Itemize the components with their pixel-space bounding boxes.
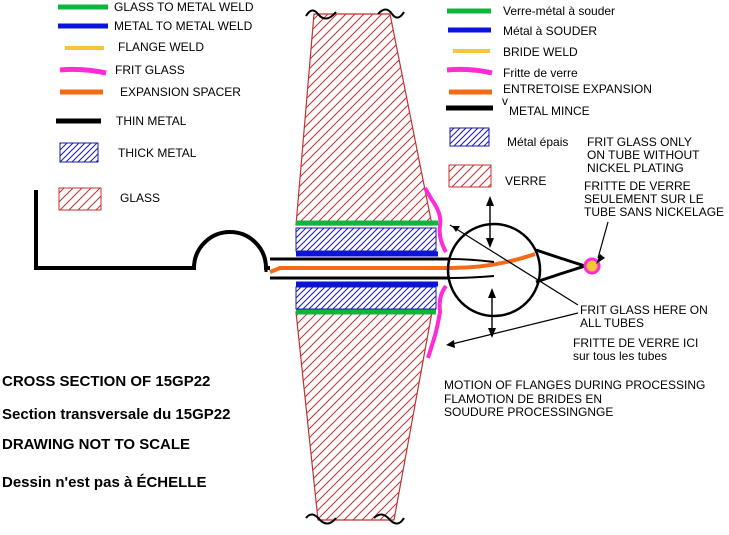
legend-label-glass: GLASS	[120, 191, 160, 205]
legend-swatch-frit-glass	[59, 66, 107, 76]
legend-fr-swatch-glass	[448, 164, 492, 188]
note-frit-only-line3: NICKEL PLATING	[587, 161, 684, 175]
note-frit-only-fr-line3: TUBE SANS NICKELAGE	[584, 205, 724, 219]
legend-label-flange-weld: FLANGE WELD	[118, 40, 204, 54]
note-frit-only-line2: ON TUBE WITHOUT	[587, 148, 700, 162]
pointer-arrows-frit-here	[446, 224, 579, 348]
thick-metal-upper	[295, 227, 437, 252]
legend-swatch-thick-metal	[59, 142, 99, 163]
legend-fr-swatch-thick-metal	[449, 127, 490, 147]
glass-upper-body	[295, 8, 433, 226]
note-frit-only-line1: FRIT GLASS ONLY	[587, 135, 692, 149]
glass-lower-body	[295, 311, 433, 525]
note-frit-here-fr-line2: sur tous les tubes	[573, 349, 667, 363]
legend-label-thick-metal: THICK METAL	[118, 146, 197, 160]
legend-swatch-glass	[58, 187, 102, 211]
title-cross-section: CROSS SECTION OF 15GP22	[2, 373, 210, 390]
legend-fr-label-thick-metal: Métal épais	[507, 135, 568, 149]
motion-arrow-lower	[488, 288, 496, 338]
legend-english: GLASS TO METAL WELD METAL TO METAL WELD …	[56, 0, 254, 211]
legend-fr-label-metal-metal-weld: Métal à SOUDER	[503, 24, 597, 38]
note-motion-line1: MOTION OF FLANGES DURING PROCESSING	[444, 378, 705, 392]
break-mark-bottom	[305, 513, 405, 525]
thin-metal-right-lead	[449, 258, 495, 279]
note-motion-fr-line1: FLAMOTION DE BRIDES EN	[444, 392, 602, 406]
title-not-to-scale-fr: Dessin n'est pas à ÉCHELLE	[2, 474, 206, 491]
note-frit-only-fr-line1: FRITTE DE VERRE	[584, 179, 691, 193]
legend-fr-label-thin-metal: METAL MINCE	[509, 104, 590, 118]
note-frit-only: FRIT GLASS ONLY ON TUBE WITHOUT NICKEL P…	[584, 135, 724, 219]
motion-arrow-upper	[486, 196, 494, 248]
legend-label-metal-metal-weld: METAL TO METAL WELD	[114, 19, 253, 33]
legend-fr-label-flange-weld: BRIDE WELD	[503, 45, 578, 59]
legend-label-thin-metal: THIN METAL	[116, 114, 187, 128]
legend-fr-label-frit-glass: Fritte de verre	[503, 66, 578, 80]
right-bellows-circle	[446, 222, 542, 318]
legend-fr-label-expansion-spacer: ENTRETOISE EXPANSION	[503, 82, 652, 96]
thin-metal-right-tip	[535, 248, 586, 284]
legend-fr-swatch-frit-glass	[446, 66, 493, 76]
note-frit-only-fr-line2: SEULEMENT SUR LE	[584, 192, 704, 206]
expansion-spacer	[269, 252, 536, 274]
legend-french: Verre-métal à souder Métal à SOUDER BRID…	[446, 4, 652, 188]
note-motion-fr-line2: SOUDURE PROCESSINGNGE	[444, 405, 613, 419]
break-mark-top	[305, 8, 405, 20]
legend-label-frit-glass: FRIT GLASS	[115, 63, 185, 77]
note-frit-here-line2: ALL TUBES	[580, 316, 644, 330]
frit-glass-tip-ring	[583, 257, 601, 275]
frit-glass-lower	[426, 284, 448, 359]
note-frit-here-line1: FRIT GLASS HERE ON	[580, 303, 708, 317]
legend-fr-label-glass-metal-weld: Verre-métal à souder	[503, 4, 615, 18]
title-not-to-scale: DRAWING NOT TO SCALE	[2, 436, 190, 453]
thin-metal-left-bellows	[34, 190, 270, 270]
note-frit-here: FRIT GLASS HERE ON ALL TUBES FRITTE DE V…	[573, 303, 708, 363]
legend-label-glass-metal-weld: GLASS TO METAL WELD	[114, 0, 254, 14]
note-motion: MOTION OF FLANGES DURING PROCESSING FLAM…	[444, 378, 705, 419]
pointer-arrow-frit-only	[596, 221, 609, 264]
titles: CROSS SECTION OF 15GP22 Section transver…	[2, 373, 230, 491]
frit-glass-upper	[423, 186, 448, 253]
note-frit-here-fr-line1: FRITTE DE VERRE ICI	[573, 336, 698, 350]
legend-fr-label-thin-metal-marker: v	[502, 94, 508, 108]
thick-metal-lower	[295, 286, 437, 310]
legend-fr-label-glass: VERRE	[505, 174, 546, 188]
title-cross-section-fr: Section transversale du 15GP22	[2, 406, 230, 423]
legend-label-expansion-spacer: EXPANSION SPACER	[120, 85, 241, 99]
